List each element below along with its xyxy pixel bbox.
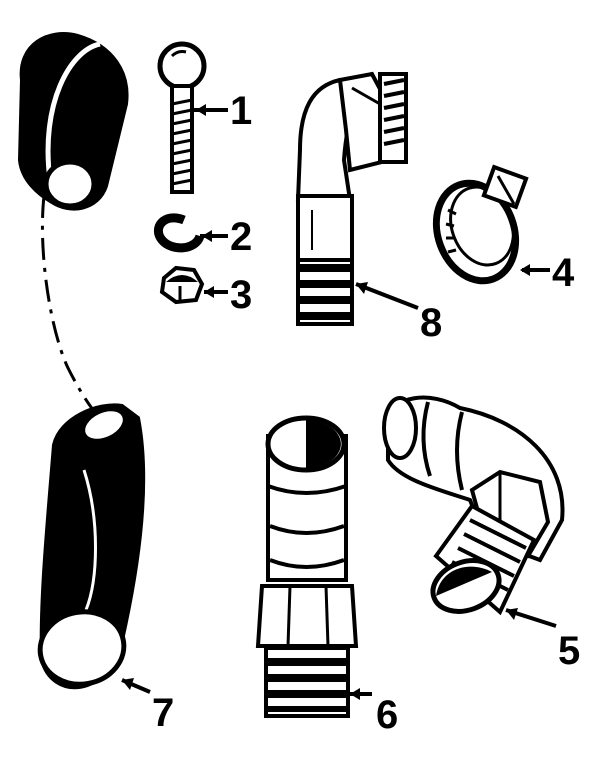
hose-routing-line [40, 195, 102, 420]
elbow-fitting-large [382, 395, 565, 628]
lock-washer [153, 213, 228, 253]
hose-upper-end [17, 32, 129, 211]
hex-nut [159, 265, 228, 305]
straight-barb-fitting [255, 415, 372, 718]
hose-leader-arrow [122, 678, 134, 690]
callout-6: 6 [376, 693, 398, 737]
callout-2: 2 [230, 215, 252, 259]
bolt [157, 41, 228, 194]
callout-7: 7 [152, 691, 174, 735]
callout-4: 4 [552, 251, 575, 295]
callout-3: 3 [230, 273, 252, 317]
callout-1: 1 [230, 89, 252, 133]
elbow-fitting-small [295, 71, 419, 326]
hose-lower-end [37, 403, 146, 690]
callout-5: 5 [558, 629, 580, 673]
hose-clamp [432, 164, 550, 285]
callout-8: 8 [420, 301, 442, 345]
